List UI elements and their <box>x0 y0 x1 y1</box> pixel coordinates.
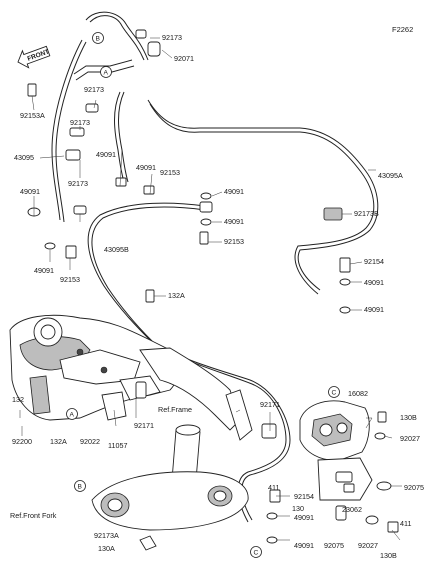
label-92173-d: 92173 <box>68 179 88 188</box>
figure-code: F2262 <box>392 25 413 34</box>
svg-text:C: C <box>254 550 259 557</box>
abs-hydraulic-unit <box>299 400 399 533</box>
svg-text:A: A <box>104 70 109 77</box>
label-411-a: 411 <box>268 483 279 492</box>
label-92154-b: 92154 <box>294 492 314 501</box>
label-130b-a: 130B <box>400 413 417 422</box>
label-92173a: 92173A <box>94 531 119 540</box>
svg-text:A: A <box>70 412 75 419</box>
label-92153a: 92153A <box>20 111 45 120</box>
label-92173-top: 92173 <box>162 33 182 42</box>
label-49091-g: 49091 <box>364 278 384 287</box>
label-49091-j: 49091 <box>294 541 314 550</box>
label-130b-b: 130B <box>380 551 397 560</box>
label-92153-a: 92153 <box>160 168 180 177</box>
svg-text:B: B <box>78 484 83 491</box>
label-43095: 43095 <box>14 153 34 162</box>
label-43095b: 43095B <box>104 245 129 254</box>
label-92027-b: 92027 <box>358 541 378 550</box>
callout-a-top: A <box>100 66 112 78</box>
front-fork-head <box>91 424 249 551</box>
label-92171-a: 92171 <box>134 421 154 430</box>
label-92173b: 92173B <box>354 209 379 218</box>
label-49091-e: 49091 <box>224 187 244 196</box>
label-11057: 11057 <box>108 441 127 450</box>
label-92154-a: 92154 <box>364 257 384 266</box>
label-92027-a: 92027 <box>400 434 420 443</box>
label-43095a: 43095A <box>378 171 403 180</box>
label-49091-c: 49091 <box>136 163 156 172</box>
label-16082: 16082 <box>348 389 368 398</box>
label-49091-f: 49091 <box>224 217 244 226</box>
label-92200: 92200 <box>12 437 32 446</box>
leader-lines <box>19 37 402 541</box>
label-92173-b: 92173 <box>84 85 104 94</box>
callout-c-bottom: C <box>250 546 262 558</box>
svg-text:B: B <box>96 36 101 43</box>
label-92153-c: 92153 <box>224 237 244 246</box>
label-130: 130 <box>292 504 304 513</box>
callout-b-top: B <box>92 32 104 44</box>
label-132a-a: 132A <box>168 291 185 300</box>
label-92022: 92022 <box>80 437 100 446</box>
label-92075-a: 92075 <box>404 483 424 492</box>
frame-bracket <box>101 347 277 441</box>
label-92071: 92071 <box>174 54 194 63</box>
label-ref-front-fork: Ref.Front Fork <box>10 511 57 520</box>
label-23062: 23062 <box>342 505 362 514</box>
part-labels: 92173 92071 92153A 92173 92173 43095 921… <box>10 33 424 560</box>
label-411-b: 411 <box>400 519 411 528</box>
callout-a-mid: A <box>66 408 78 420</box>
front-direction-arrow: FRONT <box>17 45 51 69</box>
label-92173-c: 92173 <box>70 118 90 127</box>
label-49091-b: 49091 <box>96 150 116 159</box>
label-132: 132 <box>12 395 24 404</box>
callout-c-abs: C <box>328 386 340 398</box>
label-ref-frame: Ref.Frame <box>158 405 192 414</box>
label-130a: 130A <box>98 544 115 553</box>
label-92075-b: 92075 <box>324 541 344 550</box>
callout-b-low: B <box>74 480 86 492</box>
fittings <box>27 29 387 544</box>
svg-text:C: C <box>332 390 337 397</box>
label-132a-b: 132A <box>50 437 67 446</box>
label-92171-b: 92171 <box>260 400 280 409</box>
label-49091-i: 49091 <box>294 513 314 522</box>
label-49091-h: 49091 <box>364 305 384 314</box>
label-49091-d: 49091 <box>34 266 54 275</box>
label-49091-a: 49091 <box>20 187 40 196</box>
label-92153-b: 92153 <box>60 275 80 284</box>
